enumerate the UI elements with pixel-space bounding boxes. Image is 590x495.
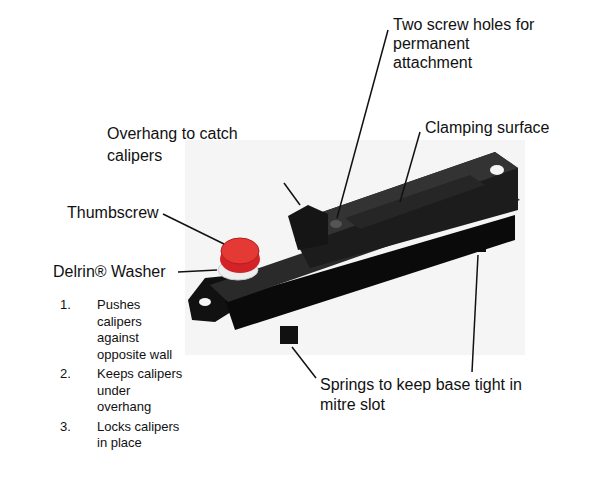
- leader-line: [163, 214, 224, 244]
- thumbscrew-cap: [221, 238, 259, 264]
- callout-label: Two screw holes for permanent attachment: [393, 15, 543, 72]
- clamping-surface: [345, 175, 485, 229]
- screw-hole: [330, 220, 342, 228]
- leader-line: [472, 255, 478, 372]
- leader-line: [400, 132, 420, 202]
- list-number: 2.: [60, 366, 90, 383]
- callout-label: Delrin® Washer: [53, 262, 178, 281]
- leader-line: [284, 183, 300, 205]
- list-item: Keeps calipers under overhang: [97, 366, 185, 416]
- screw-hole: [490, 165, 504, 175]
- list-item: Locks calipers in place: [97, 419, 185, 452]
- leader-line: [292, 347, 316, 378]
- clamp-top: [305, 152, 518, 238]
- leader-line: [337, 30, 388, 218]
- clamp-body: [295, 152, 518, 268]
- overhang: [288, 205, 328, 250]
- screw-hole: [199, 298, 211, 306]
- list-number: 3.: [60, 419, 90, 436]
- list-number: 1.: [60, 297, 90, 314]
- list-item: Pushes calipers against opposite wall: [97, 297, 185, 363]
- leader-line: [178, 270, 217, 272]
- spring: [280, 326, 298, 344]
- callout-label: Clamping surface: [425, 118, 585, 137]
- callout-label: Springs to keep base tight in mitre slot: [320, 375, 535, 415]
- callout-label: Overhang to catch calipers: [107, 123, 257, 167]
- callout-label: Thumbscrew: [67, 203, 177, 222]
